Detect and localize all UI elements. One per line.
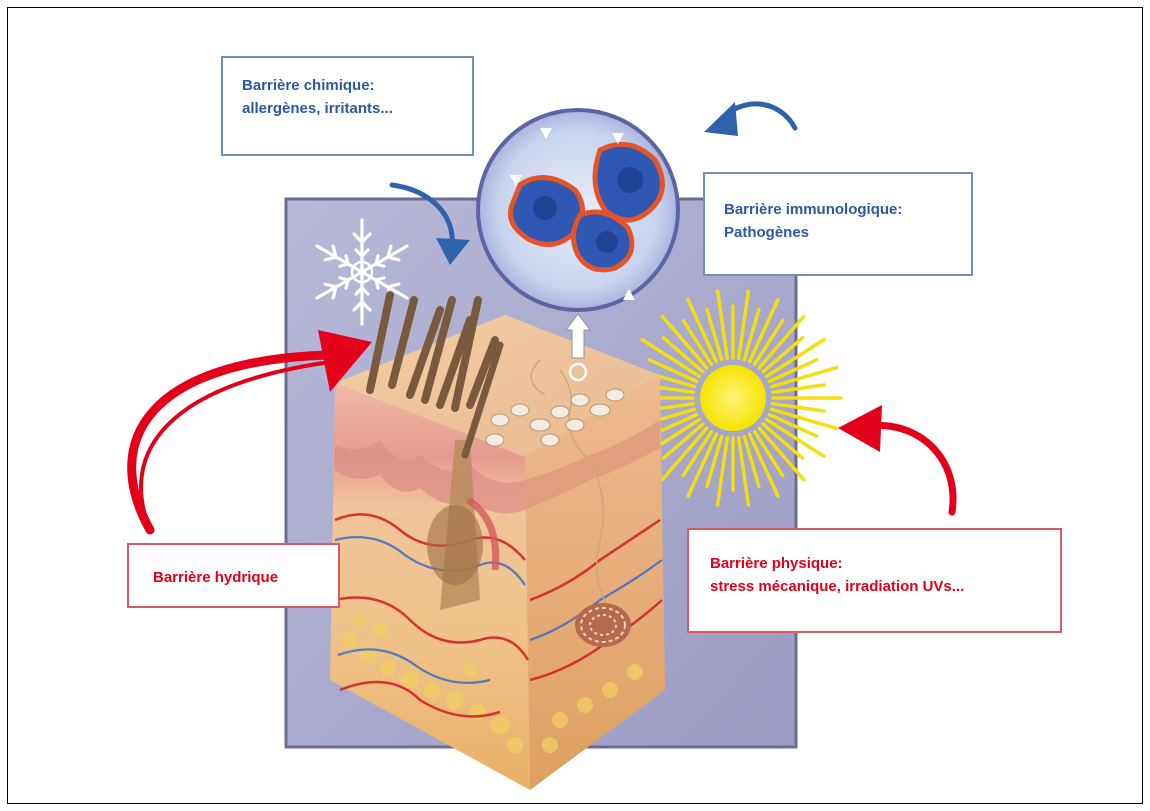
physical-barrier-label: Barrière physique: stress mécanique, irr…	[687, 528, 1062, 633]
immunological-barrier-title: Barrière immunologique:	[724, 198, 971, 221]
physical-barrier-title: Barrière physique:	[710, 552, 1060, 575]
hydric-barrier-title: Barrière hydrique	[153, 566, 338, 589]
immunological-barrier-detail: Pathogènes	[724, 221, 971, 244]
chemical-barrier-label: Barrière chimique: allergènes, irritants…	[221, 56, 474, 156]
chemical-barrier-title: Barrière chimique:	[242, 74, 472, 97]
hydric-barrier-label: Barrière hydrique	[127, 543, 340, 608]
physical-barrier-arrow	[838, 405, 953, 512]
chemical-barrier-detail: allergènes, irritants...	[242, 97, 472, 120]
physical-barrier-detail: stress mécanique, irradiation UVs...	[710, 575, 1060, 598]
sweat-gland	[575, 603, 631, 647]
immunological-barrier-label: Barrière immunologique: Pathogènes	[703, 172, 973, 276]
pathogen-cells-icon	[478, 110, 678, 310]
immunological-barrier-arrow	[704, 102, 795, 136]
